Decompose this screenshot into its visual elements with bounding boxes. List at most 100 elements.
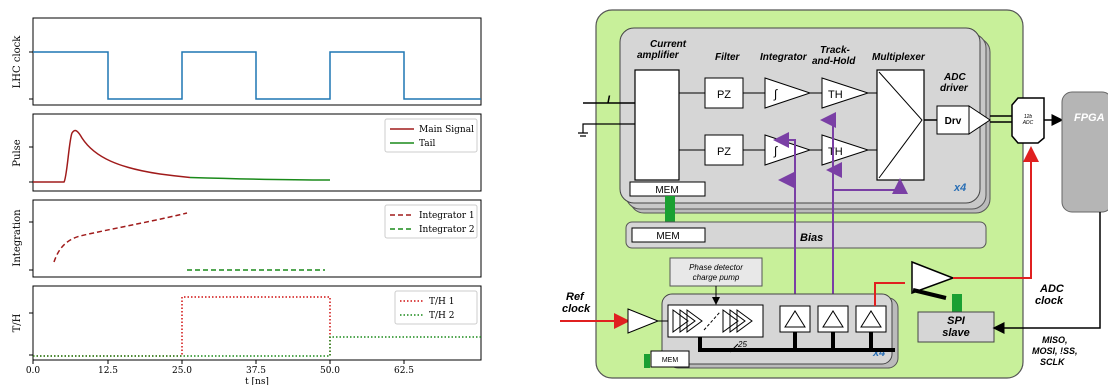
- pz-label: PZ: [717, 146, 731, 158]
- mem-block-pll: [650, 350, 690, 368]
- x-axis: 0.0 12.5 25.0 37.5 50.0 62.5 t [ns]: [26, 360, 414, 385]
- label-filter: Filter: [715, 52, 741, 63]
- track-hold-1: [821, 77, 870, 109]
- x-tick-label: 12.5: [98, 366, 118, 376]
- legend-main-signal: Main Signal: [419, 125, 474, 135]
- current-amplifier-block: [634, 69, 680, 181]
- x-tick-label: 62.5: [394, 366, 414, 376]
- spi-signal-line: SCLK: [1040, 357, 1066, 367]
- input-label: I: [607, 94, 611, 106]
- fpga-label: FPGA: [1074, 112, 1105, 124]
- mem-link: [665, 196, 675, 226]
- channel-multiplicity: x4: [953, 182, 966, 194]
- th2-trace: [33, 336, 481, 357]
- bias-block: [625, 221, 987, 249]
- bus-width-label: 25: [737, 340, 747, 349]
- phase-detector-line: charge pump: [693, 273, 740, 282]
- ground-symbol: [578, 123, 635, 137]
- adc-clock-wire-in: [874, 282, 905, 306]
- label-multiplexer: Multiplexer: [872, 52, 926, 63]
- clock-ylabel: LHC clock: [12, 35, 23, 89]
- th-panel: [32, 285, 482, 361]
- pz-filter-2: [704, 134, 744, 166]
- bus-slash: [729, 343, 739, 353]
- phase-detector-line: Phase detector: [689, 263, 743, 272]
- pz-label: PZ: [717, 89, 731, 101]
- spi-link: [952, 294, 962, 312]
- x-tick-label: 25.0: [172, 366, 192, 376]
- x-tick-label: 50.0: [320, 366, 340, 376]
- spi-slave-block: [917, 311, 995, 343]
- legend-integrator2: Integrator 2: [419, 225, 475, 235]
- spi-signal-line: MISO,: [1042, 335, 1068, 345]
- spi-bus: [992, 212, 1101, 334]
- pulse-panel: [32, 113, 482, 192]
- x-tick-label: 37.5: [246, 366, 266, 376]
- phase-detector-block: [669, 257, 763, 287]
- track-hold-line: Track-: [820, 45, 851, 56]
- adc-clock-line: ADC: [1039, 283, 1065, 295]
- th-ylabel: T/H: [12, 313, 23, 332]
- integration-panel: [32, 199, 482, 278]
- bias-line-mux: [833, 178, 908, 194]
- ref-clock-buffer: [627, 308, 660, 334]
- drv-block: [936, 105, 970, 135]
- legend-integrator1: Integrator 1: [419, 211, 475, 221]
- adc-clock-wire: [953, 146, 1039, 279]
- phase-select-icon: [784, 310, 806, 328]
- legend-th1: T/H 1: [429, 297, 454, 307]
- phase-select-1: [779, 305, 811, 333]
- mem-label: MEM: [656, 231, 679, 242]
- phase-select-icon: [860, 310, 882, 328]
- label-track-hold: Track-and-Hold: [812, 45, 856, 67]
- timing-plots: LHC clock Pulse Main Signal Tail Integra…: [12, 17, 482, 385]
- mem-block-bias: [631, 227, 706, 243]
- mux-symbol: [878, 71, 923, 179]
- current-amp-line: amplifier: [637, 50, 680, 61]
- th1-trace: [33, 296, 331, 357]
- bias-line-integrator2: [773, 132, 796, 180]
- track-hold-line: and-Hold: [812, 56, 856, 67]
- multiplexer-block: [876, 69, 925, 181]
- delay-chain-1: [672, 309, 703, 333]
- tail-trace: [189, 176, 331, 181]
- fpga-block: [1061, 91, 1108, 213]
- spi-line: SPI: [947, 315, 966, 327]
- pll-mem-link: [644, 354, 650, 368]
- th-label: TH: [828, 146, 843, 158]
- phase-select-3: [855, 305, 887, 333]
- bias-label: Bias: [800, 232, 823, 244]
- integral-symbol: ∫: [773, 87, 778, 101]
- adc-clock-buffer-shadow: [912, 288, 947, 300]
- adc-chip: [1011, 97, 1045, 144]
- drv-label: Drv: [945, 116, 962, 127]
- adc-clock-buffer: [911, 260, 956, 295]
- spi-line: slave: [942, 327, 970, 339]
- spi-signal-line: MOSI, !SS,: [1032, 346, 1078, 356]
- integration-ylabel: Integration: [12, 209, 23, 267]
- adc-driver-line: ADC: [943, 72, 966, 83]
- legend-th2: T/H 2: [429, 311, 454, 321]
- bias-line-th: [820, 112, 836, 300]
- delay-chain-2: [722, 309, 753, 333]
- vco-block: [667, 304, 764, 338]
- x-tick-label: 0.0: [26, 366, 41, 376]
- legend-tail: Tail: [419, 139, 436, 149]
- mem-label: MEM: [655, 185, 678, 196]
- adc-clock-line: clock: [1035, 295, 1064, 307]
- clock-trace: [33, 51, 481, 100]
- ref-clock-line: clock: [562, 303, 591, 315]
- pulse-ylabel: Pulse: [12, 139, 23, 166]
- integrator1-trace: [53, 212, 188, 263]
- phase-select-2: [817, 305, 849, 333]
- integral-symbol: ∫: [773, 144, 778, 158]
- phase-select-icon: [822, 310, 844, 328]
- adc-chip-line: ADC: [1022, 120, 1034, 126]
- current-amp-line: Current: [650, 39, 687, 50]
